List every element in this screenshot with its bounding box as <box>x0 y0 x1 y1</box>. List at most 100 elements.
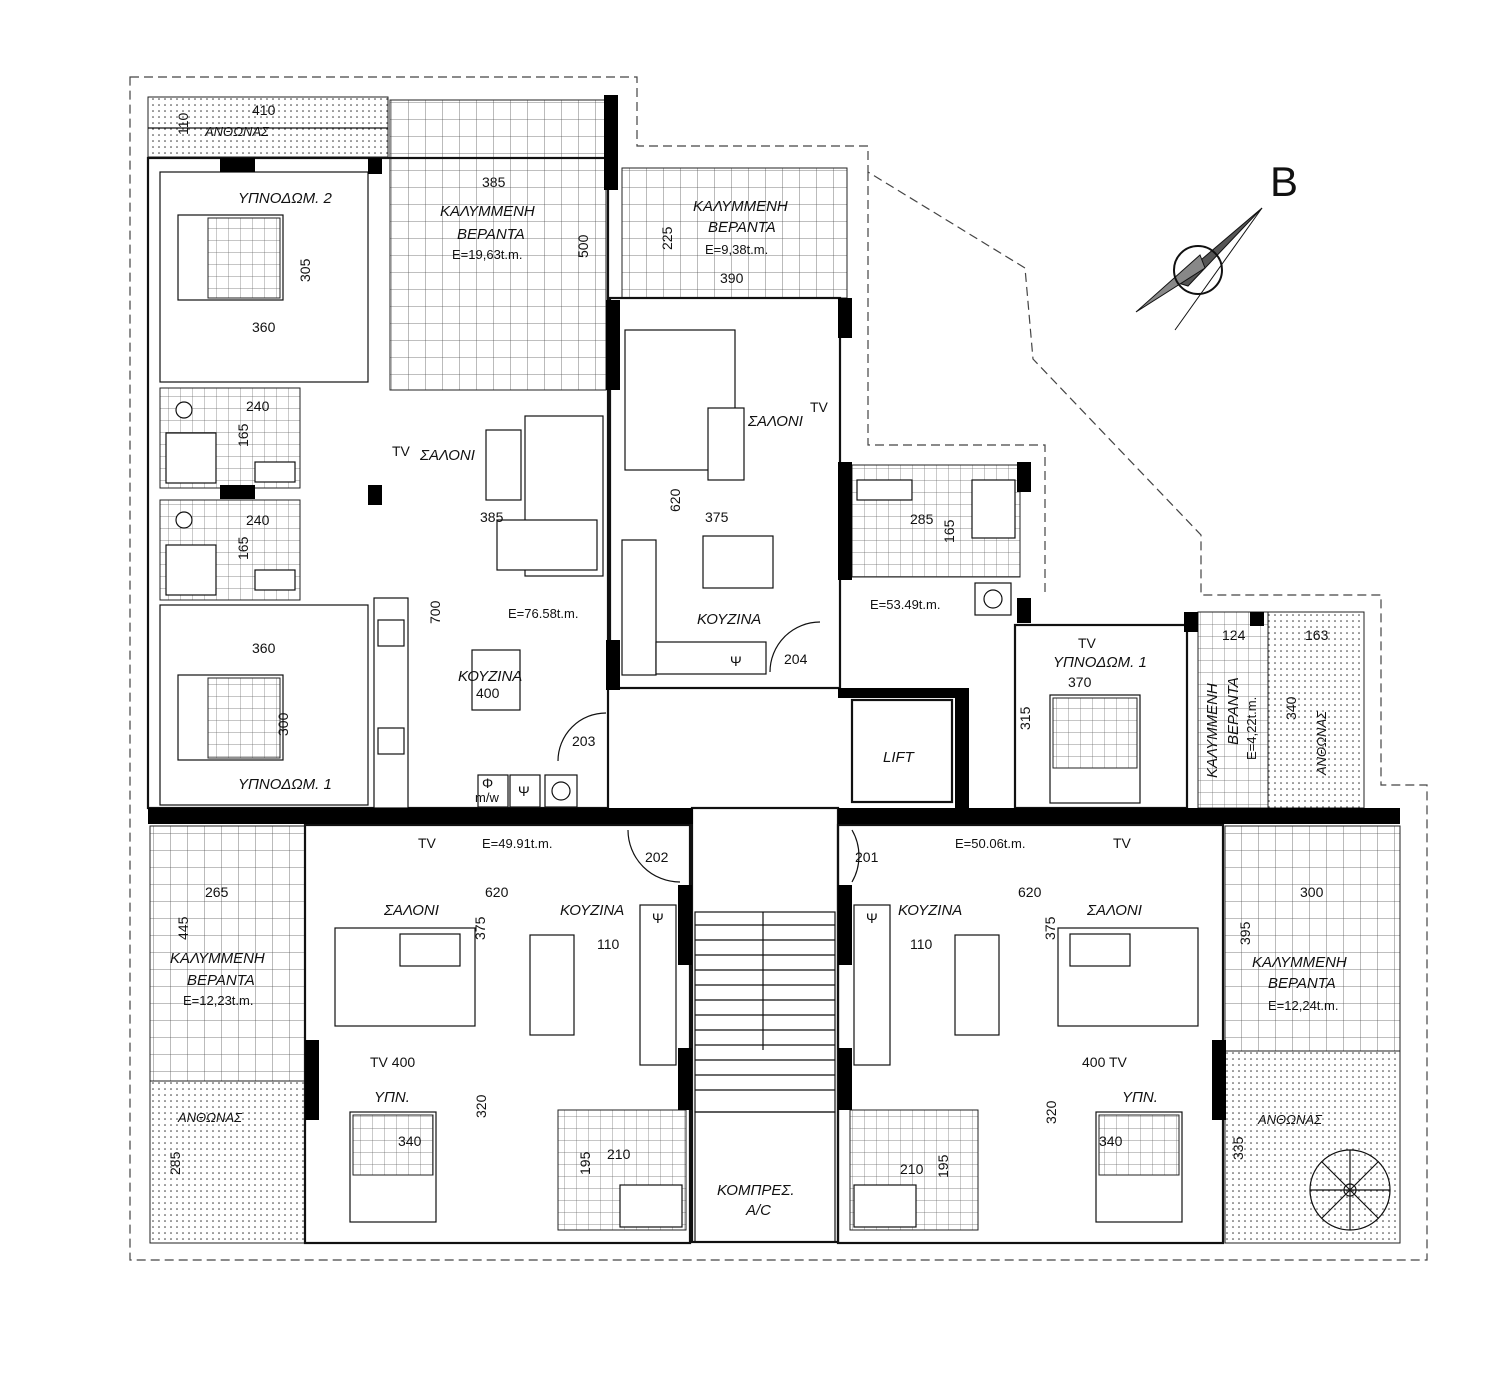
veranda-label: ΚΑΛΥΜΜΕΝΗ <box>693 198 788 215</box>
tv-label: TV <box>1078 635 1097 651</box>
staircase <box>694 911 836 1113</box>
veranda-bottom-left <box>149 825 306 1082</box>
room-kitchen-bl: ΚΟΥΖΙΝΑ <box>560 902 624 919</box>
svg-text:620: 620 <box>485 884 509 900</box>
room-living-bl: ΣΑΛΟΝΙ <box>383 902 439 919</box>
north-arrow: B <box>1135 158 1298 331</box>
kitchen-counter <box>639 904 677 1066</box>
flower-bed-right-mid <box>1267 611 1365 809</box>
svg-text:195: 195 <box>577 1151 593 1175</box>
dining-table <box>471 649 521 711</box>
veranda-bottom-right <box>1224 825 1401 1052</box>
dining-table <box>702 535 774 589</box>
veranda-top-mid <box>621 167 848 299</box>
svg-text:620: 620 <box>667 488 683 512</box>
svg-text:165: 165 <box>235 423 251 447</box>
svg-text:265: 265 <box>205 884 229 900</box>
veranda-label: ΒΕΡΑΝΤΑ <box>1268 975 1336 992</box>
veranda-label: ΚΑΛΥΜΜΕΝΗ <box>1252 954 1347 971</box>
room-kitchen-left: ΚΟΥΖΙΝΑ <box>458 668 522 685</box>
svg-text:375: 375 <box>472 916 488 940</box>
svg-text:110: 110 <box>597 936 620 952</box>
svg-text:240: 240 <box>246 512 270 528</box>
tv-label: TV <box>1113 835 1132 851</box>
svg-text:320: 320 <box>1043 1100 1059 1124</box>
svg-text:375: 375 <box>705 509 729 525</box>
compass-label: B <box>1270 158 1298 205</box>
svg-text:110: 110 <box>910 936 933 952</box>
svg-text:340: 340 <box>1283 696 1299 720</box>
svg-text:320: 320 <box>473 1094 489 1118</box>
svg-text:370: 370 <box>1068 674 1092 690</box>
veranda-area: E=12,24t.m. <box>1268 998 1338 1013</box>
veranda-top-left <box>389 99 607 391</box>
svg-text:360: 360 <box>252 640 276 656</box>
svg-text:315: 315 <box>1017 706 1033 730</box>
svg-text:165: 165 <box>941 519 957 543</box>
room-living-mid: ΣΑΛΟΝΙ <box>747 413 803 430</box>
stair-hall <box>690 806 840 1244</box>
room-living-br: ΣΑΛΟΝΙ <box>1086 902 1142 919</box>
coffee-table <box>1069 933 1131 967</box>
dimensions: 410 110 385 500 225 390 305 360 240 165 … <box>167 102 1329 1178</box>
svg-text:700: 700 <box>427 600 443 624</box>
psi-symbol: Ψ <box>652 910 664 926</box>
veranda-label: ΒΕΡΑΝΤΑ <box>1225 677 1242 745</box>
svg-text:210: 210 <box>607 1146 631 1162</box>
psi-symbol: Ψ <box>518 783 530 799</box>
svg-text:445: 445 <box>175 916 191 940</box>
svg-text:300: 300 <box>1300 884 1324 900</box>
kitchen-counter <box>853 904 891 1066</box>
veranda-label: ΚΑΛΥΜΜΕΝΗ <box>1204 683 1221 778</box>
tv-400-label: TV 400 <box>370 1054 415 1070</box>
kitchen-counter <box>621 539 657 676</box>
tv-label: TV <box>810 399 829 415</box>
veranda-area: E=19,63t.m. <box>452 247 522 262</box>
flower-bed-top-left <box>147 96 389 158</box>
apartment-number-202: 202 <box>645 849 669 865</box>
apartment-number-201: 201 <box>855 849 879 865</box>
svg-text:210: 210 <box>900 1161 924 1177</box>
spiral-stair <box>1309 1149 1391 1231</box>
svg-text:385: 385 <box>482 174 506 190</box>
room-bed-bl: ΥΠΝ. <box>374 1089 410 1106</box>
svg-text:395: 395 <box>1237 921 1253 945</box>
microwave: m/w <box>475 790 499 805</box>
apartment-number-204: 204 <box>784 651 808 667</box>
flower-bed-label-bottom-left: ΑΝΘΩΝΑΣ <box>177 1110 243 1125</box>
svg-text:240: 240 <box>246 398 270 414</box>
room-bedroom-1-left: ΥΠΝΟΔΩΜ. 1 <box>238 776 332 793</box>
flower-bed-label-top-left: ΑΝΘΩΝΑΣ <box>204 124 270 139</box>
svg-text:110: 110 <box>175 112 191 135</box>
apartment-area: E=76.58t.m. <box>508 606 578 621</box>
lift <box>850 698 954 804</box>
apartment-area: E=49.91t.m. <box>482 836 552 851</box>
room-living-left: ΣΑΛΟΝΙ <box>419 447 475 464</box>
svg-text:124: 124 <box>1222 627 1246 643</box>
psi-symbol: Ψ <box>866 910 878 926</box>
room-kitchen-mid: ΚΟΥΖΙΝΑ <box>697 611 761 628</box>
svg-text:360: 360 <box>252 319 276 335</box>
svg-text:300: 300 <box>275 712 291 736</box>
svg-text:165: 165 <box>235 536 251 560</box>
svg-text:285: 285 <box>910 511 934 527</box>
svg-text:305: 305 <box>297 258 313 282</box>
veranda-label: ΚΑΛΥΜΜΕΝΗ <box>170 950 265 967</box>
svg-text:195: 195 <box>935 1154 951 1178</box>
apartment-number-203: 203 <box>572 733 596 749</box>
coffee-table <box>399 933 461 967</box>
veranda-label: ΚΑΛΥΜΜΕΝΗ <box>440 203 535 220</box>
site-boundary <box>129 76 1428 1261</box>
veranda-area: E=4,22t.m. <box>1244 697 1259 760</box>
inner-boundary <box>867 172 1046 595</box>
room-compressor-ac: A/C <box>745 1202 771 1219</box>
structural-walls <box>148 95 1400 1120</box>
room-bedroom-2: ΥΠΝΟΔΩΜ. 2 <box>238 190 333 207</box>
svg-text:410: 410 <box>252 102 276 118</box>
kitchen-island <box>529 934 575 1036</box>
tv-label: TV <box>392 443 411 459</box>
svg-text:285: 285 <box>167 1151 183 1175</box>
flower-bed-bottom-left <box>149 1080 306 1244</box>
svg-text:390: 390 <box>720 270 744 286</box>
